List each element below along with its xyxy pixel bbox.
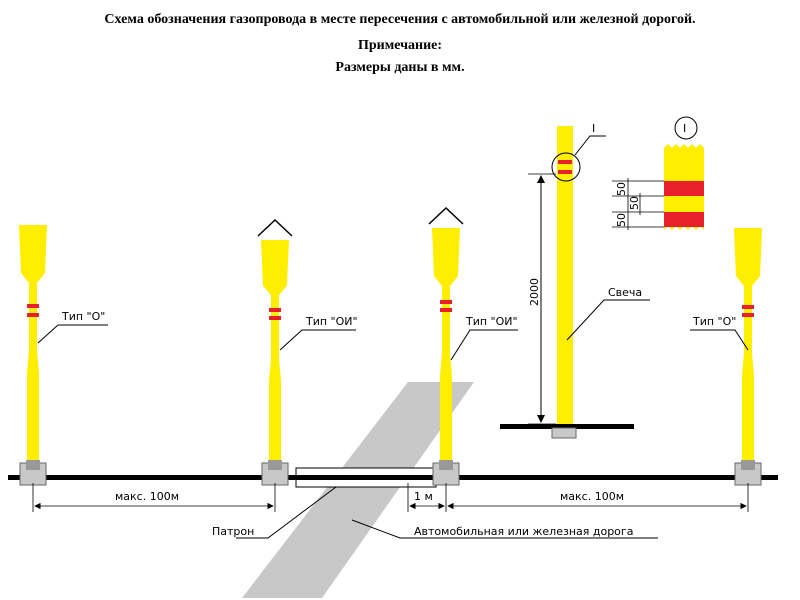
label-detail-dim-2: 50 xyxy=(628,196,641,210)
label-sleeve: Патрон xyxy=(212,525,254,538)
label-post-3: Тип "ОИ" xyxy=(465,315,518,328)
marker-post-type-oi-1 xyxy=(257,218,293,486)
road-strip xyxy=(242,382,474,598)
leader-lines xyxy=(37,135,749,539)
label-span-right: макс. 100м xyxy=(560,490,624,503)
label-height: 2000 xyxy=(528,278,541,306)
marker-post-type-oi-2 xyxy=(428,206,464,486)
marker-post-type-o-2 xyxy=(734,228,762,486)
label-detail-dim-3: 50 xyxy=(615,213,628,227)
label-candle: Свеча xyxy=(608,286,642,299)
span-dimensions xyxy=(32,483,749,512)
note-text: Размеры даны в мм. xyxy=(335,60,465,75)
height-dimension xyxy=(528,173,556,425)
label-post-1: Тип "О" xyxy=(61,310,105,323)
label-post-5: Тип "О" xyxy=(692,315,736,328)
vent-candle xyxy=(500,126,634,439)
detail-view xyxy=(612,116,704,230)
page-title: Схема обозначения газопровода в месте пе… xyxy=(104,12,696,27)
label-detail-callout: I xyxy=(683,122,686,135)
label-detail-dim-1: 50 xyxy=(615,182,628,196)
label-road: Автомобильная или железная дорога xyxy=(414,525,633,538)
label-post-2: Тип "ОИ" xyxy=(305,315,358,328)
marker-post-type-o-1 xyxy=(19,225,47,486)
note-label: Примечание: xyxy=(357,38,443,53)
label-span-small: 1 м xyxy=(414,490,433,503)
label-detail-marker: I xyxy=(592,122,595,135)
label-span-left: макс. 100м xyxy=(115,490,179,503)
